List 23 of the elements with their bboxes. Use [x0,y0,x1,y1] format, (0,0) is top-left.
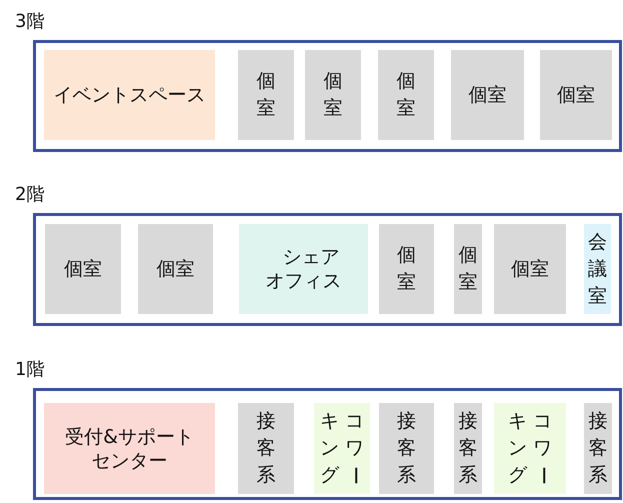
room-area: 受付&サポートセンター [44,403,215,494]
room-area: 個室 [378,50,434,140]
room-area: 個室 [454,224,482,314]
room-area: 個室 [379,224,434,314]
room-area: コワーキング [494,403,566,494]
room-area: イベントスペース [44,50,215,140]
room-area: 個室 [305,50,361,140]
room-area: 会議室 [584,224,611,314]
room-area: 個室 [138,224,213,314]
floor-label: 3階 [15,11,44,33]
room-area: 接客系 [238,403,294,494]
room-area: コワーキング [314,403,370,494]
room-area: シェアオフィス [239,224,368,314]
floor-label: 2階 [15,184,44,206]
floor-label: 1階 [15,359,44,381]
room-area: 接客系 [454,403,482,494]
room-area: 個室 [540,50,612,140]
room-area: 個室 [494,224,566,314]
room-area: 接客系 [379,403,434,494]
room-area: 個室 [45,224,121,314]
room-area: 個室 [238,50,294,140]
room-area: 接客系 [584,403,612,494]
room-area: 個室 [451,50,524,140]
